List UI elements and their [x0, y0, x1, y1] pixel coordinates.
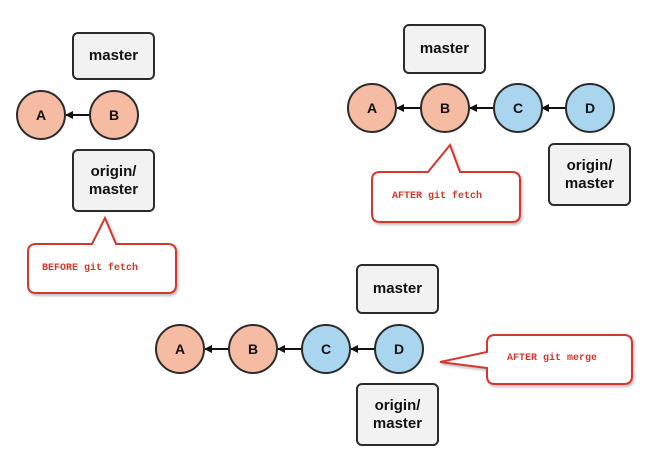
commit-node-d: [374, 324, 424, 374]
before-fetch-panel: A B: [16, 90, 177, 294]
commit-node-c: [493, 83, 543, 133]
callout-after-fetch-text: AFTER git fetch: [392, 191, 483, 202]
master-ref-label: master: [419, 40, 470, 57]
origin-master-ref-box: origin/ master: [356, 383, 439, 446]
commit-label: A: [175, 341, 185, 357]
callout-bubble: [27, 215, 177, 294]
after-merge-panel: A B C D: [155, 324, 633, 385]
origin-ref-label-line1: origin/: [374, 396, 421, 414]
origin-ref-label-line1: origin/: [566, 156, 613, 174]
commit-label: B: [440, 100, 450, 116]
commit-label: A: [36, 107, 46, 123]
callout-bubble: [439, 334, 633, 385]
callout-before-fetch-text: BEFORE git fetch: [42, 263, 139, 274]
master-ref-label: master: [88, 47, 139, 64]
origin-ref-label-line2: master: [564, 174, 615, 192]
callout-after-merge-text: AFTER git merge: [507, 353, 598, 364]
master-ref-box: master: [72, 32, 155, 80]
origin-ref-label-line2: master: [88, 180, 139, 198]
commit-node-d: [565, 83, 615, 133]
commit-node-a: [347, 83, 397, 133]
commit-node-c: [301, 324, 351, 374]
commit-node-a: [155, 324, 205, 374]
commit-node-b: [89, 90, 139, 140]
commit-node-b: [420, 83, 470, 133]
master-ref-box: master: [356, 264, 439, 314]
commit-label: D: [394, 341, 404, 357]
commit-label: A: [367, 100, 377, 116]
origin-ref-label-line2: master: [372, 414, 423, 432]
commit-label: B: [248, 341, 258, 357]
origin-ref-label-line1: origin/: [90, 162, 137, 180]
master-ref-box: master: [403, 24, 486, 74]
commit-label: C: [513, 100, 523, 116]
commit-label: B: [109, 107, 119, 123]
after-fetch-panel: A B C D: [347, 83, 615, 223]
commit-label: D: [585, 100, 595, 116]
master-ref-label: master: [372, 280, 423, 297]
commit-node-b: [228, 324, 278, 374]
origin-master-ref-box: origin/ master: [72, 149, 155, 212]
origin-master-ref-box: origin/ master: [548, 143, 631, 206]
commit-node-a: [16, 90, 66, 140]
callout-bubble: [371, 143, 521, 223]
commit-label: C: [321, 341, 331, 357]
